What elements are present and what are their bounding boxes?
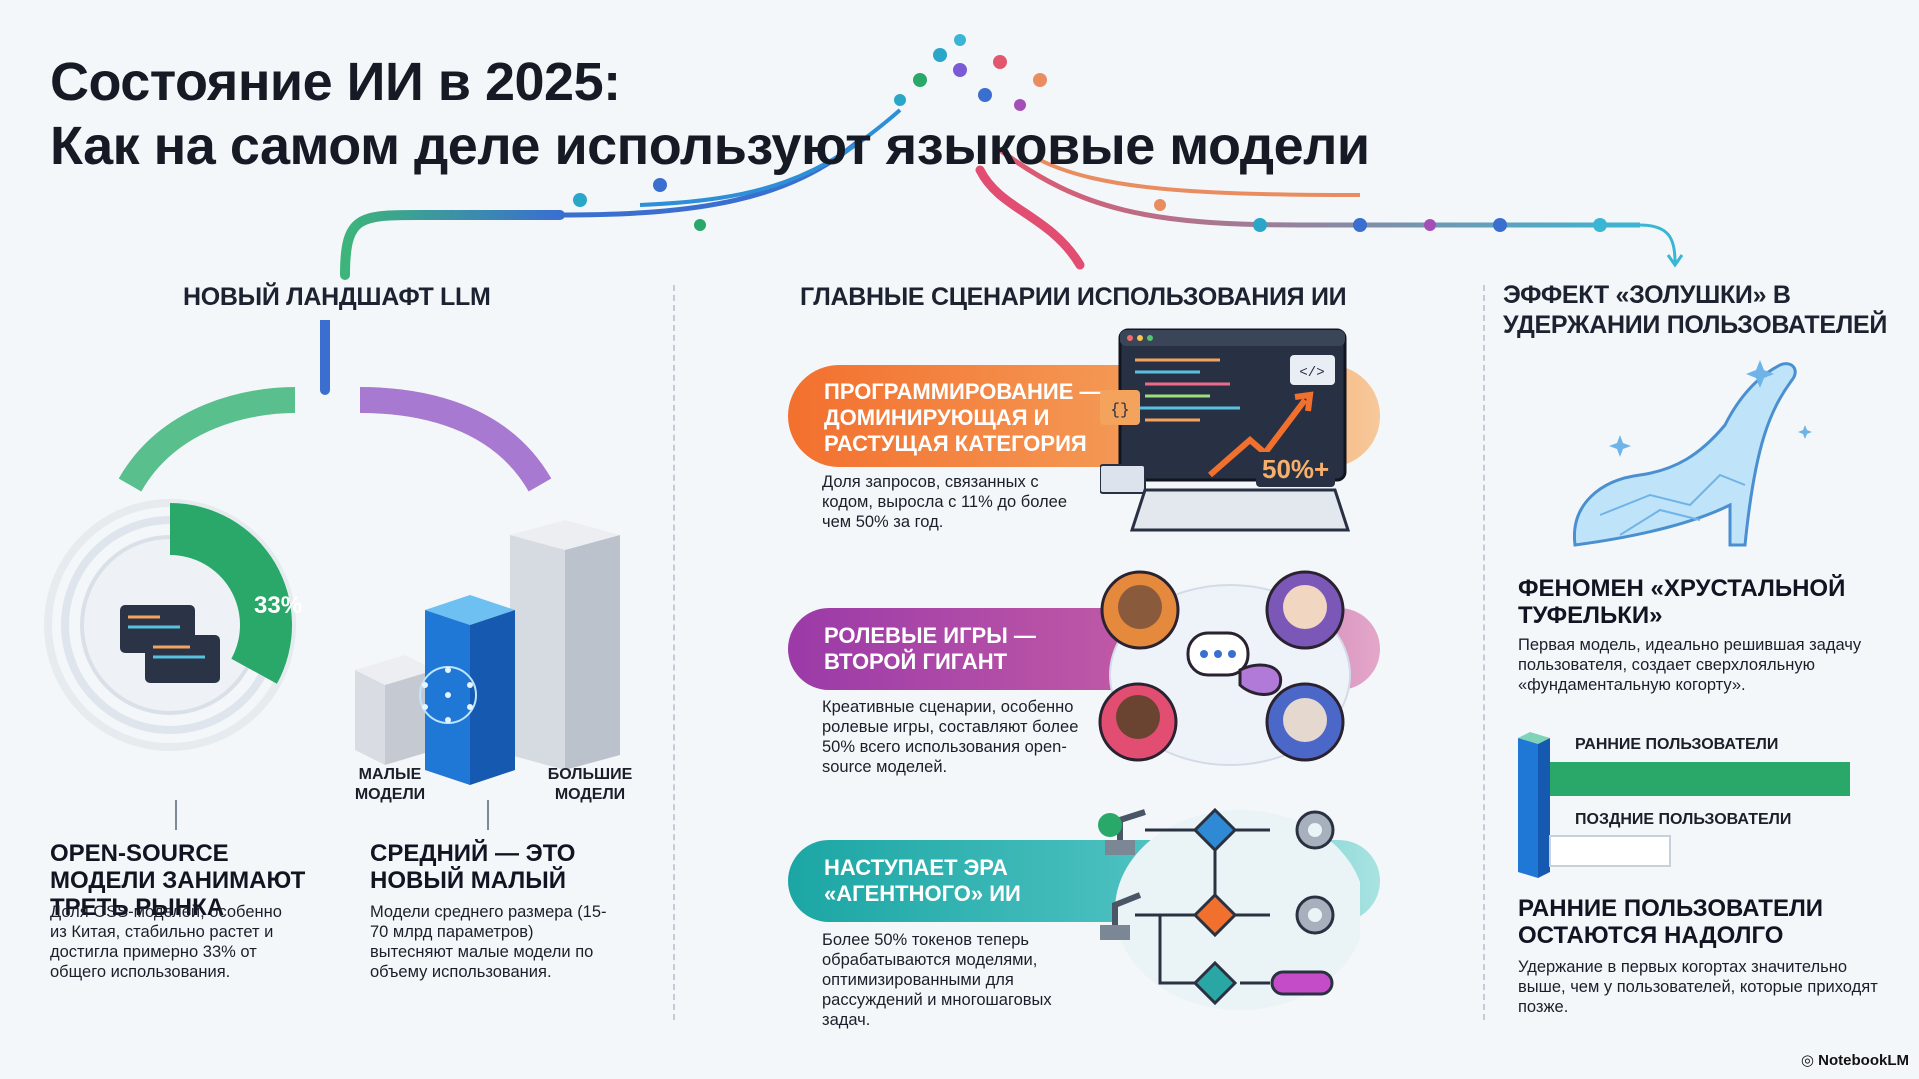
oss-connector [175, 800, 177, 830]
small-models-label: МАЛЫЕ МОДЕЛИ [354, 766, 426, 803]
model-size-blocks [355, 520, 620, 785]
retention-title: РАННИЕ ПОЛЬЗОВАТЕЛИ ОСТАЮТСЯ НАДОЛГО [1518, 895, 1824, 949]
early-users-label: РАННИЕ ПОЛЬЗОВАТЕЛИ [1575, 736, 1779, 753]
coding-text: Доля запросов, связанных с кодом, выросл… [822, 473, 1068, 531]
late-users-label: ПОЗДНИЕ ПОЛЬЗОВАТЕЛИ [1575, 811, 1792, 828]
roleplay-text: Креативные сценарии, особенно ролевые иг… [822, 698, 1079, 776]
medium-text: Модели среднего размера (15-70 млрд пара… [370, 903, 607, 981]
retention-text: Удержание в первых когортах значительно … [1518, 958, 1878, 1016]
slipper-title: ФЕНОМЕН «ХРУСТАЛЬНОЙ ТУФЕЛЬКИ» [1518, 575, 1846, 629]
medium-title: СРЕДНИЙ — ЭТО НОВЫЙ МАЛЫЙ [370, 840, 576, 894]
agentic-illustration [1098, 807, 1360, 1010]
page-title-line2: Как на самом деле используют языковые мо… [50, 116, 1370, 176]
footer-brand: ◎ NotebookLM [1801, 1051, 1909, 1069]
coding-title: ПРОГРАММИРОВАНИЕ — ДОМИНИРУЮЩАЯ И РАСТУЩ… [824, 379, 1102, 456]
column-divider-left [673, 285, 675, 1020]
left-section-heading: НОВЫЙ ЛАНДШАФТ LLM [183, 283, 491, 311]
retention-chart [1518, 732, 1850, 878]
roleplay-illustration [1098, 570, 1351, 766]
coding-illustration: </> {} [1100, 328, 1351, 532]
svg-text:</>: </> [1299, 365, 1324, 381]
network-decoration [340, 34, 1684, 280]
footer-brand-label: NotebookLM [1818, 1052, 1909, 1069]
coding-badge: 50%+ [1256, 452, 1336, 487]
landscape-arcs [118, 320, 552, 492]
glass-slipper-illustration [1572, 360, 1812, 547]
notebooklm-icon: ◎ [1800, 1052, 1819, 1069]
oss-title: OPEN-SOURCE МОДЕЛИ ЗАНИМАЮТ ТРЕТЬ РЫНКА [50, 840, 306, 921]
agentic-text: Более 50% токенов теперь обрабатываются … [822, 931, 1052, 1029]
roleplay-title: РОЛЕВЫЕ ИГРЫ — ВТОРОЙ ГИГАНТ [824, 623, 1036, 674]
right-section-heading: ЭФФЕКТ «ЗОЛУШКИ» В УДЕРЖАНИИ ПОЛЬЗОВАТЕЛ… [1503, 281, 1888, 339]
oss-text: Доля OSS-моделей, особенно из Китая, ста… [50, 903, 282, 981]
retention-bar-early [1550, 762, 1850, 796]
svg-text:{}: {} [1110, 401, 1129, 419]
retention-bar-late [1549, 835, 1671, 867]
middle-section-heading: ГЛАВНЫЕ СЦЕНАРИИ ИСПОЛЬЗОВАНИЯ ИИ [800, 283, 1347, 311]
agentic-title: НАСТУПАЕТ ЭРА «АГЕНТНОГО» ИИ [824, 855, 1021, 906]
column-divider-right [1483, 285, 1485, 1020]
oss-share-label: 33% [254, 592, 303, 619]
oss-share-ring [44, 499, 296, 751]
large-models-label: БОЛЬШИЕ МОДЕЛИ [547, 766, 633, 803]
page-title-line1: Состояние ИИ в 2025: [50, 52, 621, 112]
slipper-text: Первая модель, идеально решившая задачу … [1518, 636, 1862, 694]
page-title: Состояние ИИ в 2025: Как на самом деле и… [50, 50, 1370, 178]
medium-connector [487, 800, 489, 830]
